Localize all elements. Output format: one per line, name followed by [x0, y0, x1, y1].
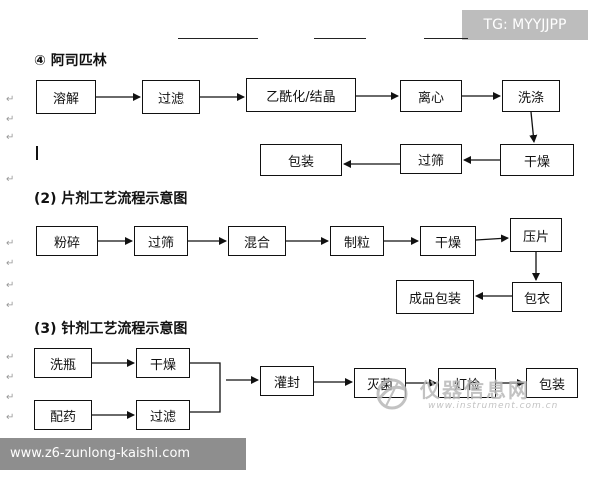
step-mix: 混合 [228, 226, 286, 256]
step-dissolve: 溶解 [36, 80, 96, 114]
website-banner: www.z6-zunlong-kaishi.com [0, 438, 246, 470]
step-sieve: 过筛 [400, 144, 462, 174]
step-coat: 包衣 [512, 282, 562, 312]
watermark-tag: TG: MYYJJPP [462, 10, 588, 40]
merge-bracket [190, 362, 221, 413]
step-tablet-dry: 干燥 [420, 226, 476, 256]
step-injection-dry: 干燥 [136, 348, 190, 378]
arrow-a5 [529, 111, 538, 143]
step-granulate: 制粒 [330, 226, 384, 256]
step-injection-package: 包装 [526, 368, 578, 398]
paragraph-mark: ↵ [6, 114, 15, 125]
underline-2 [314, 38, 366, 39]
paragraph-mark: ↵ [6, 132, 15, 143]
step-wash: 洗涤 [502, 80, 560, 112]
step-package: 包装 [260, 144, 342, 176]
paragraph-mark: ↵ [6, 300, 15, 311]
step-compress: 压片 [510, 218, 562, 252]
step-injection-filter: 过滤 [136, 400, 190, 430]
paragraph-mark: ↵ [6, 372, 15, 383]
section-heading-injection: (3) 针剂工艺流程示意图 [34, 321, 188, 337]
step-tablet-sieve: 过筛 [134, 226, 188, 256]
paragraph-mark: ↵ [6, 352, 15, 363]
section-heading-aspirin: ④ 阿司匹林 [34, 53, 107, 69]
step-bottle-wash: 洗瓶 [34, 348, 92, 378]
text-cursor [36, 146, 38, 160]
step-acetylation-crystallization: 乙酰化/结晶 [246, 78, 356, 112]
underline-3 [424, 38, 468, 39]
step-light-inspect: 灯检 [438, 368, 496, 398]
paragraph-mark: ↵ [6, 392, 15, 403]
step-centrifuge: 离心 [400, 80, 462, 112]
step-finished-package: 成品包装 [396, 280, 474, 314]
paragraph-mark: ↵ [6, 412, 15, 423]
paragraph-mark: ↵ [6, 258, 15, 269]
step-filter: 过滤 [142, 80, 200, 114]
section-heading-tablet: (2) 片剂工艺流程示意图 [34, 191, 188, 207]
step-crush: 粉碎 [36, 226, 98, 256]
step-dry: 干燥 [500, 144, 574, 176]
underline-1 [178, 38, 258, 39]
paragraph-mark: ↵ [6, 94, 15, 105]
step-compound: 配药 [34, 400, 92, 430]
arrow-t5 [475, 234, 509, 243]
step-fill-seal: 灌封 [260, 366, 314, 396]
paragraph-mark: ↵ [6, 280, 15, 291]
paragraph-mark: ↵ [6, 174, 15, 185]
paragraph-mark: ↵ [6, 238, 15, 249]
